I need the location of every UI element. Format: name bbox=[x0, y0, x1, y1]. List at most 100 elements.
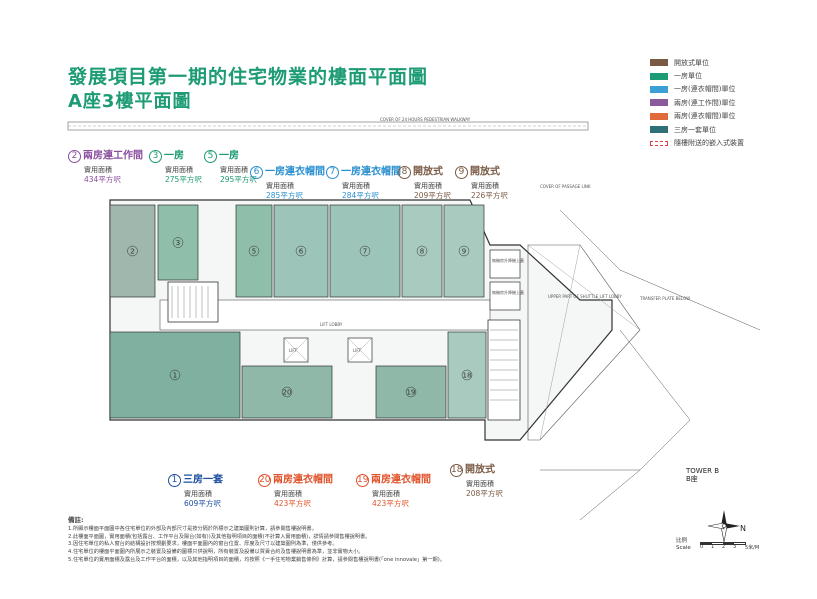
unit-20: 20 bbox=[241, 365, 333, 419]
unit-number-marker bbox=[248, 245, 260, 257]
scale-tick: 3 bbox=[733, 544, 737, 550]
unit-9: 9 bbox=[443, 204, 485, 298]
legend-label: 一房(連衣帽間)單位 bbox=[674, 85, 736, 94]
lift-1 bbox=[283, 337, 309, 363]
lift-label: LIFT bbox=[353, 348, 362, 353]
notes: 備註: 1.所顯示樓面平面圖中各住宅單位的外部及內部尺寸是按分隔於所標示之建築圖… bbox=[68, 516, 658, 564]
legend-item: 兩房(連工作間)單位 bbox=[650, 96, 810, 109]
legend-label: 開放式單位 bbox=[674, 58, 709, 67]
legend-item: 一房(連衣帽間)單位 bbox=[650, 83, 810, 96]
unit-7: 7 bbox=[329, 204, 401, 298]
legend-label: 一房單位 bbox=[674, 72, 702, 81]
unit-number-marker bbox=[416, 245, 428, 257]
area-label: 實用面積 bbox=[471, 182, 499, 190]
unit-size: 285平方呎 bbox=[266, 190, 303, 200]
unit-number: 8 bbox=[420, 247, 424, 255]
unit-number-badge: 2 bbox=[68, 150, 81, 163]
north-arrow-icon bbox=[707, 510, 740, 543]
legend-swatch bbox=[650, 85, 668, 93]
legend-item: 三房一套單位 bbox=[650, 123, 810, 136]
area-label: 實用面積 bbox=[266, 182, 294, 190]
unit-number-badge: 18 bbox=[450, 464, 463, 477]
unit-type: 一房 bbox=[164, 150, 184, 162]
unit-number: 18 bbox=[463, 371, 472, 379]
unit-number-badge: 5 bbox=[204, 150, 217, 163]
legend: 開放式單位一房單位一房(連衣帽間)單位兩房(連工作間)單位兩房(連衣帽間)單位三… bbox=[650, 56, 810, 150]
notes-title: 備註: bbox=[68, 516, 84, 524]
unit-type: 開放式 bbox=[413, 166, 443, 178]
note-line: 1.所顯示樓面平面圖中各住宅單位的外部及內部尺寸是按分隔於所標示之建築圖則計算，… bbox=[68, 526, 317, 533]
area-label: 實用面積 bbox=[466, 480, 494, 488]
unit-type: 兩房連工作間 bbox=[83, 150, 143, 162]
unit-number-badge: 3 bbox=[149, 150, 162, 163]
unit-number: 2 bbox=[130, 247, 134, 255]
unit-3: 3 bbox=[157, 204, 199, 281]
unit-size: 434平方呎 bbox=[84, 174, 121, 184]
legend-label: 隨樓附送的嵌入式裝置 bbox=[674, 139, 744, 148]
page-title: 發展項目第一期的住宅物業的樓面平面圖 bbox=[68, 66, 429, 88]
legend-label: 三房一套單位 bbox=[674, 125, 716, 134]
legend-swatch bbox=[650, 112, 668, 120]
unit-size: 609平方呎 bbox=[184, 498, 221, 508]
north-label: N bbox=[740, 524, 746, 533]
scale-tick: 2 bbox=[722, 544, 726, 550]
area-label: 實用面積 bbox=[342, 182, 370, 190]
legend-item: 兩房(連衣帽間)單位 bbox=[650, 110, 810, 123]
unit-number-marker bbox=[295, 245, 307, 257]
unit-number-marker bbox=[405, 386, 417, 398]
unit-number-marker bbox=[127, 245, 138, 257]
machine-room-label: 無機房升降機上蓋 bbox=[492, 257, 524, 263]
unit-type: 兩房連衣帽間 bbox=[273, 474, 333, 486]
area-label: 實用面積 bbox=[414, 182, 442, 190]
scale-tick: 5米/M bbox=[745, 545, 760, 551]
unit-number: 6 bbox=[299, 247, 304, 255]
note-line: 3.因住宅單位的私人窗台的結構設計按規劃要求，樓面平面圖內的窗台位置、厚度及尺寸… bbox=[68, 541, 338, 548]
unit-number-marker bbox=[172, 237, 184, 248]
lift-2 bbox=[347, 337, 373, 363]
area-label: 實用面積 bbox=[274, 490, 302, 498]
walkway-label: COVER OF 24 HOURS PEDESTRIAN WALKWAY bbox=[380, 117, 471, 122]
page-subtitle: A座3樓平面圖 bbox=[68, 91, 192, 112]
unit-number-badge: 7 bbox=[326, 166, 339, 179]
legend-label: 兩房(連工作間)單位 bbox=[674, 98, 736, 107]
unit-number: 9 bbox=[462, 247, 466, 255]
unit-type: 一房連衣帽間 bbox=[341, 166, 401, 178]
area-label: 實用面積 bbox=[220, 166, 248, 174]
legend-swatch bbox=[650, 59, 668, 67]
area-label: 實用面積 bbox=[84, 166, 112, 174]
unit-type: 開放式 bbox=[470, 166, 500, 178]
unit-number-marker bbox=[461, 369, 473, 381]
legend-swatch bbox=[650, 72, 668, 80]
unit-size: 208平方呎 bbox=[466, 488, 503, 498]
unit-number-badge: 8 bbox=[398, 166, 411, 179]
top-unit-row: 2 3 5 6 7 8 9 bbox=[109, 204, 485, 298]
unit-number-badge: 19 bbox=[356, 474, 369, 487]
unit-number-marker bbox=[458, 245, 470, 257]
note-line: 2.此樓面平面圖，實用面積(包括露台、工作平台及陽台(如有))及其他指明項目的面… bbox=[68, 533, 371, 540]
unit-number: 5 bbox=[252, 247, 256, 255]
unit-size: 226平方呎 bbox=[471, 190, 508, 200]
unit-number-badge: 20 bbox=[258, 474, 271, 487]
tower-b-label: TOWER B B座 bbox=[686, 467, 720, 484]
unit-number-marker bbox=[281, 386, 293, 398]
unit-type: 開放式 bbox=[465, 464, 495, 476]
unit-2: 2 bbox=[109, 204, 156, 298]
unit-size: 423平方呎 bbox=[372, 498, 409, 508]
unit-18: 18 bbox=[447, 331, 487, 419]
unit-number: 19 bbox=[407, 388, 416, 396]
area-label: 實用面積 bbox=[184, 490, 212, 498]
unit-size: 295平方呎 bbox=[220, 174, 257, 184]
lift-lobby-label: LIFT LOBBY bbox=[320, 322, 343, 327]
unit-19: 19 bbox=[375, 365, 447, 419]
unit-number-badge: 1 bbox=[168, 474, 181, 487]
legend-item: 一房單位 bbox=[650, 69, 810, 82]
machine-room-2 bbox=[489, 281, 521, 311]
legend-item: 開放式單位 bbox=[650, 56, 810, 69]
